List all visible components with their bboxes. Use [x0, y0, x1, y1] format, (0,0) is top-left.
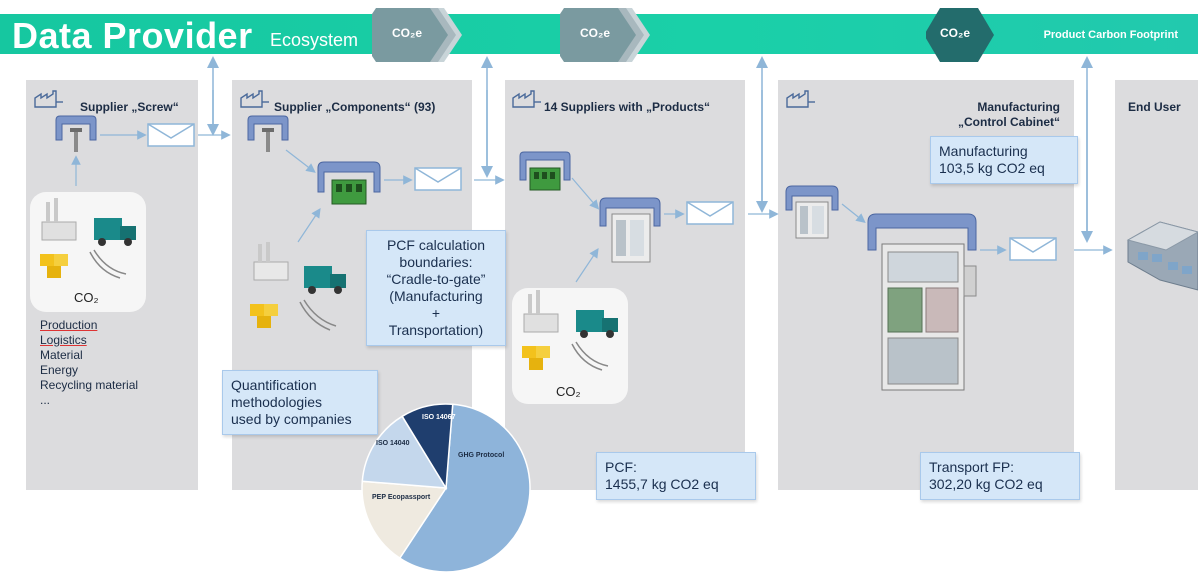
terminal-block-product-icon [317, 161, 381, 205]
pcf-boundaries-callout: PCF calculation boundaries: “Cradle-to-g… [366, 230, 506, 346]
emission-categories-list: Production Logistics Material Energy Rec… [40, 318, 138, 408]
emissions-cluster: CO₂ [512, 288, 628, 404]
co2-badge-3: CO₂e [926, 4, 1010, 66]
pie-label-iso-14040: ISO 14040 [376, 440, 410, 447]
emissions-cluster [244, 240, 354, 344]
page-subtitle: Ecosystem [270, 30, 359, 50]
factory-icon [786, 90, 815, 108]
terminal-block-product-icon [519, 151, 571, 191]
pcf-header-label: Product Carbon Footprint [1043, 29, 1178, 41]
co2-hexagon-icon [560, 8, 650, 62]
list-item: Logistics [40, 333, 87, 347]
envelope-icon [147, 123, 195, 147]
quantification-callout: Quantification methodologies used by com… [222, 370, 378, 435]
pie-slice-pep-ecopassport [361, 480, 448, 560]
emission-sources-icon [40, 198, 136, 279]
envelope-icon [1009, 237, 1057, 261]
factory-icon [34, 90, 63, 108]
co2-label: CO₂ [74, 290, 99, 305]
screw-product-icon [55, 115, 97, 152]
manufacturing-emissions-callout: Manufacturing 103,5 kg CO2 eq [930, 136, 1078, 184]
pie-label-pep: PEP Ecopassport [372, 494, 431, 501]
co2-badge-2: CO₂e [560, 4, 650, 66]
end-user-building-icon [1126, 221, 1198, 291]
list-item: Recycling material [40, 378, 139, 392]
pie-label-iso-14067: ISO 14067 [422, 414, 456, 421]
co2-hexagon-icon [372, 8, 462, 62]
transport-emissions-callout: Transport FP: 302,20 kg CO2 eq [920, 452, 1080, 500]
emission-sources-icon [250, 242, 346, 331]
envelope-icon [414, 167, 462, 191]
list-item: ... [40, 393, 51, 407]
co2-hexagon-icon [926, 8, 994, 62]
emission-sources-icon [522, 290, 618, 371]
co2-badge-1: CO₂e [372, 4, 462, 66]
column-title-components: Supplier „Components“ (93) [274, 100, 436, 114]
co2-label: CO₂ [556, 384, 581, 399]
list-item: Energy [40, 363, 79, 377]
control-cabinet-product-icon [867, 213, 977, 391]
emissions-cluster: CO₂ [30, 192, 146, 312]
column-title-products: 14 Suppliers with „Products“ [544, 100, 711, 114]
screw-product-icon [247, 115, 289, 152]
column-title-end-user: End User [1128, 100, 1181, 114]
factory-icon [240, 90, 269, 108]
page-title: Data Provider [12, 15, 253, 56]
device-product-icon [599, 197, 661, 263]
pie-slice-iso-14040 [361, 415, 448, 489]
device-product-icon [785, 185, 839, 239]
factory-icon [512, 90, 541, 108]
column-title-manufacturing: Manufacturing „Control Cabinet“ [958, 100, 1060, 129]
pie-slice-ghg-protocol [398, 403, 531, 573]
column-suppliers-products [505, 80, 745, 490]
methodology-pie-chart [361, 403, 531, 573]
pie-label-ghg: GHG Protocol [458, 452, 505, 459]
list-item: Production [40, 318, 98, 332]
pie-slice-iso-14067 [401, 403, 454, 491]
envelope-icon [686, 201, 734, 225]
column-title-screw: Supplier „Screw“ [80, 100, 179, 114]
pcf-products-callout: PCF: 1455,7 kg CO2 eq [596, 452, 756, 500]
list-item: Material [40, 348, 83, 362]
